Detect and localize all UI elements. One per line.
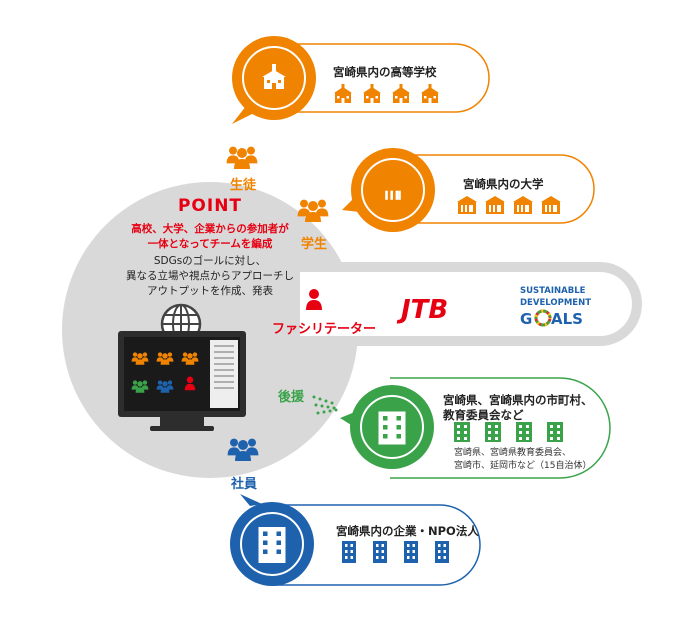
point-description: SDGsのゴールに対し、 異なる立場や視点からアプローチし アウトプットを作成、…: [92, 254, 328, 299]
point-desc-line: アウトプットを作成、発表: [147, 285, 273, 297]
inst-government-line: 宮崎県、宮崎県内の市町村、: [443, 393, 593, 407]
high-school-row: [232, 36, 490, 124]
office-small-icons-green: [454, 422, 563, 442]
people-group-icon: [227, 147, 258, 169]
point-highlight-text: 高校、大学、企業からの参加者が 一体となってチームを編成: [92, 222, 328, 252]
inst-government-line: 教育委員会など: [443, 408, 524, 422]
inst-government-note: 宮崎県、宮崎県教育委員会、 宮崎市、延岡市など（15自治体）: [454, 447, 591, 473]
companies-row: [230, 494, 481, 586]
inst-companies: 宮崎県内の企業・NPO法人: [336, 524, 479, 538]
university-row: [342, 148, 595, 232]
svg-text:DEVELOPMENT: DEVELOPMENT: [520, 298, 591, 308]
support-dots: [312, 395, 338, 415]
svg-text:ALS: ALS: [551, 310, 583, 328]
role-label-students-univ: 学生: [301, 237, 328, 252]
svg-text:G: G: [520, 310, 532, 328]
role-label-support: 後援: [278, 390, 305, 405]
role-label-employees: 社員: [231, 477, 258, 492]
inst-university: 宮崎県内の大学: [463, 177, 544, 191]
jtb-logo: JTB: [396, 295, 448, 325]
office-tower-icon: [258, 527, 286, 563]
point-red-line: 一体となってチームを編成: [147, 238, 273, 250]
point-title: POINT: [177, 196, 243, 216]
point-desc-line: 異なる立場や視点からアプローチし: [126, 270, 294, 282]
school-small-icons: [334, 84, 439, 103]
role-label-students-hs: 生徒: [230, 178, 257, 193]
svg-text:JTB: JTB: [396, 295, 448, 325]
svg-text:SUSTAINABLE: SUSTAINABLE: [520, 286, 586, 296]
sdgs-wheel-icon: [534, 309, 552, 327]
office-building-icon: [378, 411, 406, 445]
role-label-facilitator: ファシリテーター: [272, 322, 377, 337]
government-row: [340, 377, 611, 479]
inst-government: 宮崎県、宮崎県内の市町村、 教育委員会など: [443, 393, 593, 423]
point-desc-line: SDGsのゴールに対し、: [153, 255, 267, 267]
point-red-line: 高校、大学、企業からの参加者が: [131, 223, 289, 235]
sdgs-logo: SUSTAINABLE DEVELOPMENT G ALS: [520, 286, 591, 328]
monitor-icon: [118, 331, 246, 431]
note-line: 宮崎市、延岡市など（15自治体）: [454, 461, 592, 471]
office-small-icons-blue: [342, 541, 449, 563]
inst-high-school: 宮崎県内の高等学校: [333, 65, 437, 79]
note-line: 宮崎県、宮崎県教育委員会、: [454, 448, 572, 458]
university-small-icons: [457, 196, 561, 214]
